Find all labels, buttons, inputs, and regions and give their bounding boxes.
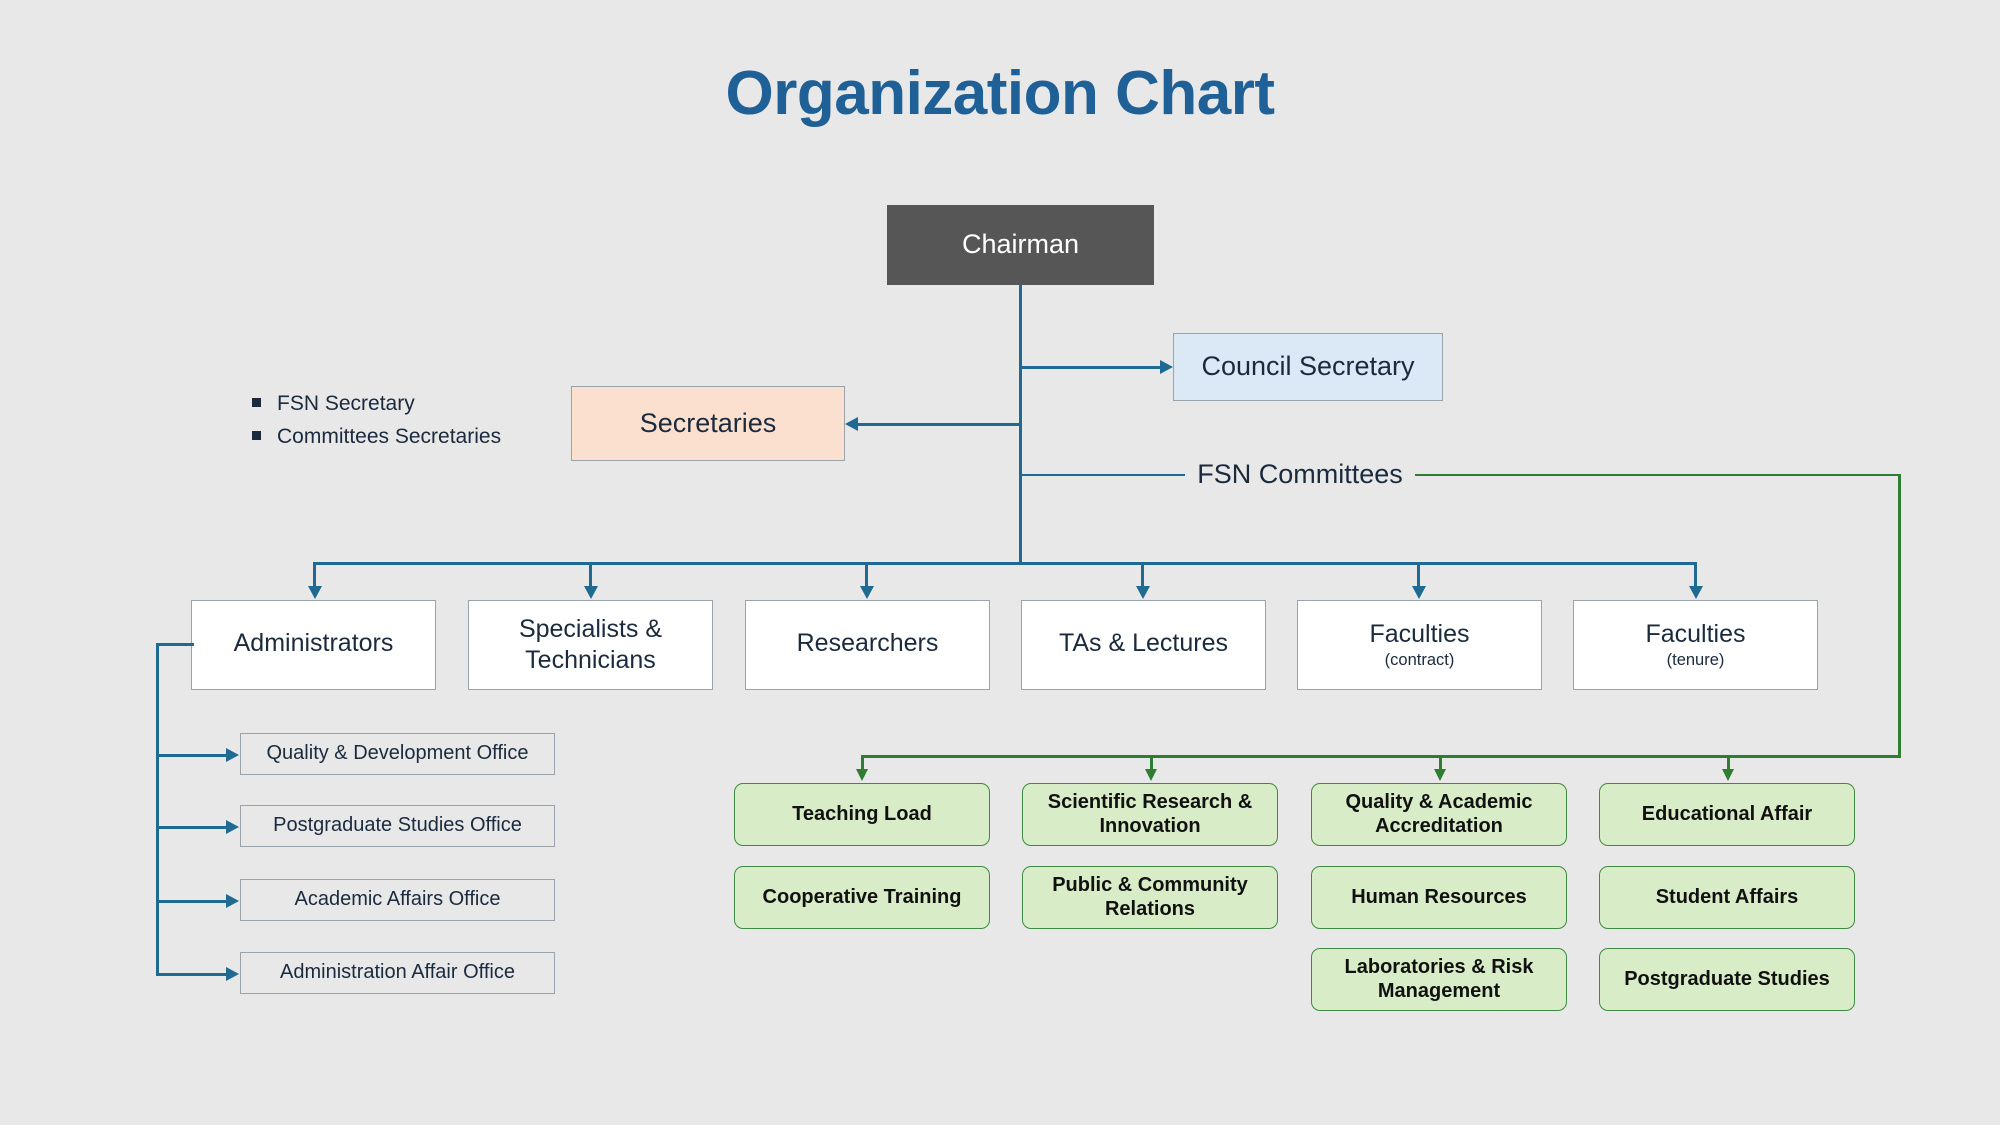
node-scientific-research-innovation[interactable]: Scientific Research & Innovation (1022, 783, 1278, 846)
node-office-label: Postgraduate Studies Office (273, 814, 522, 837)
node-faculties-tenure-sub: (tenure) (1666, 651, 1725, 670)
node-office-label: Quality & Development Office (266, 742, 529, 765)
list-item-label: Committees Secretaries (277, 425, 502, 448)
arrow-down-icon-2 (584, 586, 598, 599)
arrow-down-icon-5 (1412, 586, 1426, 599)
node-committee-label: Quality & Academic Accreditation (1345, 790, 1533, 837)
arrow-right-icon-office-2 (226, 820, 239, 834)
node-committee-label: Educational Affair (1641, 802, 1813, 825)
connector-to-office-3 (156, 900, 228, 903)
node-teaching-load[interactable]: Teaching Load (734, 783, 990, 846)
node-postgraduate-studies[interactable]: Postgraduate Studies (1599, 948, 1855, 1011)
connector-committee-drop-1 (861, 755, 864, 771)
arrow-down-icon-committee-1 (856, 769, 868, 781)
node-administrators-label: Administrators (233, 629, 394, 658)
node-faculties-contract-label: Faculties (1369, 619, 1470, 648)
arrow-left-icon-secretaries (845, 417, 858, 431)
node-educational-affair[interactable]: Educational Affair (1599, 783, 1855, 846)
node-secretaries[interactable]: Secretaries (571, 386, 845, 461)
node-administration-affair-office[interactable]: Administration Affair Office (240, 952, 555, 994)
arrow-down-icon-committee-4 (1722, 769, 1734, 781)
node-quality-academic-accreditation[interactable]: Quality & Academic Accreditation (1311, 783, 1567, 846)
connector-staff-bus (313, 562, 1697, 565)
list-item: FSN Secretary (252, 392, 501, 416)
node-academic-affairs-office[interactable]: Academic Affairs Office (240, 879, 555, 921)
connector-to-secretaries (857, 423, 1019, 426)
node-specialists-label: Specialists & (518, 614, 663, 643)
node-committee-label: Teaching Load (792, 802, 932, 825)
connector-offices-spine (156, 643, 159, 976)
node-tas-lectures-label: TAs & Lectures (1058, 629, 1229, 658)
connector-to-council-secretary (1019, 366, 1164, 369)
connector-committee-drop-3 (1439, 755, 1442, 771)
arrow-down-icon-committee-3 (1434, 769, 1446, 781)
node-student-affairs[interactable]: Student Affairs (1599, 866, 1855, 929)
node-researchers-label: Researchers (796, 629, 939, 658)
node-committee-label: Human Resources (1351, 885, 1527, 908)
connector-drop-5 (1417, 562, 1420, 588)
node-researchers[interactable]: Researchers (745, 600, 990, 690)
connector-drop-1 (313, 562, 316, 588)
node-committee-label: Cooperative Training (762, 885, 962, 908)
node-faculties-tenure[interactable]: Faculties (tenure) (1573, 600, 1818, 690)
arrow-down-icon-6 (1689, 586, 1703, 599)
connector-admin-stub (156, 643, 194, 646)
bullet-square-icon (252, 431, 261, 440)
node-faculties-contract-sub: (contract) (1384, 651, 1455, 670)
node-secretaries-label: Secretaries (639, 407, 777, 438)
connector-drop-2 (589, 562, 592, 588)
node-chairman-label: Chairman (961, 229, 1080, 260)
node-committee-label: Laboratories & Risk Management (1344, 955, 1534, 1002)
node-human-resources[interactable]: Human Resources (1311, 866, 1567, 929)
connector-committee-drop-4 (1727, 755, 1730, 771)
list-item-label: FSN Secretary (277, 392, 415, 415)
node-chairman[interactable]: Chairman (887, 205, 1154, 285)
connector-to-office-1 (156, 754, 228, 757)
connector-drop-4 (1141, 562, 1144, 588)
connector-to-fsn-committees (1019, 474, 1189, 476)
node-specialists-sub: Technicians (525, 646, 656, 674)
node-cooperative-training[interactable]: Cooperative Training (734, 866, 990, 929)
connector-committee-drop-2 (1150, 755, 1153, 771)
node-committee-label: Scientific Research & Innovation (1047, 790, 1253, 837)
node-postgraduate-studies-office[interactable]: Postgraduate Studies Office (240, 805, 555, 847)
arrow-down-icon-1 (308, 586, 322, 599)
secretary-notes-list: FSN Secretary Committees Secretaries (252, 392, 501, 458)
arrow-down-icon-committee-2 (1145, 769, 1157, 781)
arrow-down-icon-3 (860, 586, 874, 599)
node-laboratories-risk-management[interactable]: Laboratories & Risk Management (1311, 948, 1567, 1011)
fsn-committees-label: FSN Committees (1185, 459, 1415, 490)
node-committee-label: Postgraduate Studies (1624, 967, 1830, 990)
bullet-square-icon (252, 398, 261, 407)
node-committee-label: Public & Community Relations (1052, 873, 1248, 920)
connector-to-office-4 (156, 973, 228, 976)
node-faculties-contract[interactable]: Faculties (contract) (1297, 600, 1542, 690)
arrow-right-icon-council (1160, 360, 1173, 374)
connector-chairman-trunk (1019, 285, 1022, 565)
connector-to-office-2 (156, 826, 228, 829)
connector-drop-6 (1694, 562, 1697, 588)
arrow-down-icon-4 (1136, 586, 1150, 599)
node-specialists-technicians[interactable]: Specialists & Technicians (468, 600, 713, 690)
arrow-right-icon-office-4 (226, 967, 239, 981)
node-office-label: Academic Affairs Office (294, 888, 501, 911)
connector-drop-3 (865, 562, 868, 588)
node-tas-lectures[interactable]: TAs & Lectures (1021, 600, 1266, 690)
connector-fsn-green-horizontal (1413, 474, 1901, 476)
node-faculties-tenure-label: Faculties (1645, 619, 1746, 648)
node-committee-label: Student Affairs (1655, 885, 1799, 908)
connector-fsn-green-vertical (1898, 474, 1901, 757)
node-public-community-relations[interactable]: Public & Community Relations (1022, 866, 1278, 929)
node-office-label: Administration Affair Office (280, 961, 515, 984)
list-item: Committees Secretaries (252, 425, 501, 449)
node-administrators[interactable]: Administrators (191, 600, 436, 690)
node-council-secretary[interactable]: Council Secretary (1173, 333, 1443, 401)
page-title: Organization Chart (725, 59, 1275, 128)
arrow-right-icon-office-3 (226, 894, 239, 908)
arrow-right-icon-office-1 (226, 748, 239, 762)
connector-committee-bus (861, 755, 1901, 758)
node-quality-development-office[interactable]: Quality & Development Office (240, 733, 555, 775)
node-council-secretary-label: Council Secretary (1201, 351, 1415, 382)
